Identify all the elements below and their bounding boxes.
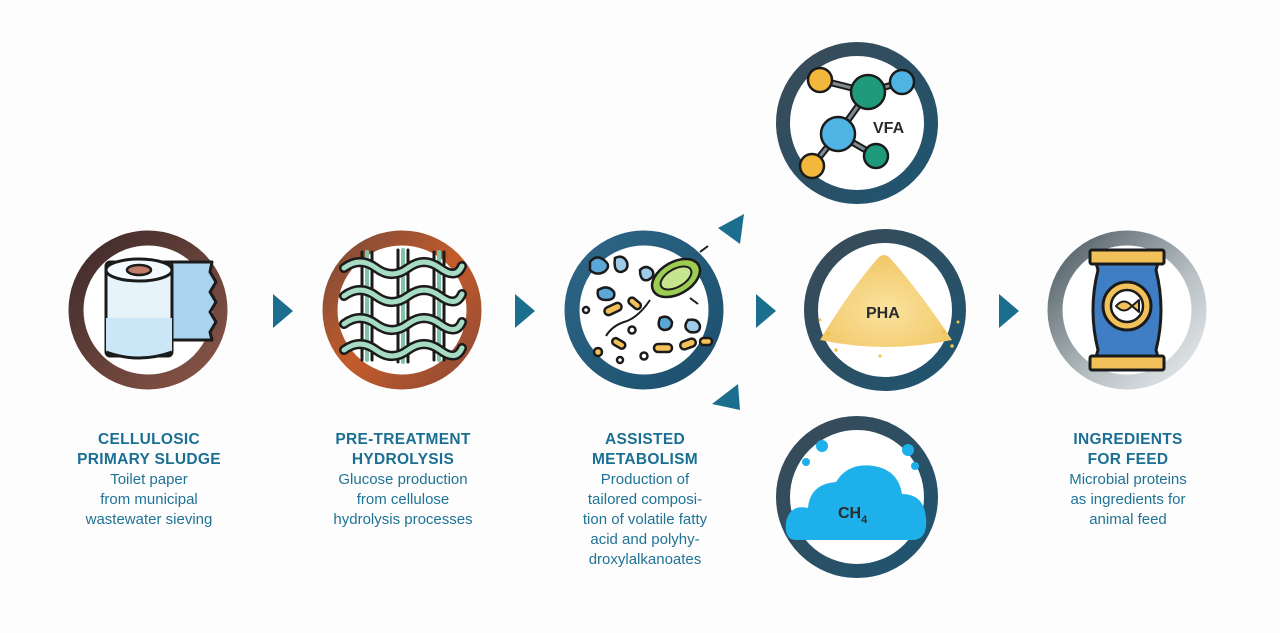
feed-bag-icon bbox=[1088, 248, 1166, 372]
step-4-desc-line: Microbial proteins bbox=[1069, 471, 1187, 488]
step-1-desc-line: from municipal bbox=[100, 491, 198, 508]
vfa-icon-group: VFA bbox=[776, 42, 938, 204]
step-1-title-line: CELLULOSIC bbox=[97, 431, 201, 448]
toilet-paper-icon bbox=[104, 257, 218, 360]
vfa-label: VFA bbox=[873, 120, 905, 137]
step-4-desc-line: animal feed bbox=[1089, 511, 1167, 528]
microbes-icon bbox=[581, 245, 714, 365]
step-1-title-line: PRIMARY SLUDGE bbox=[77, 451, 221, 468]
ch4-label: CH4 bbox=[838, 505, 868, 526]
step-3-description: Production of tailored composi- tion of … bbox=[545, 470, 745, 570]
step-2-title-line: PRE-TREATMENT bbox=[335, 431, 471, 448]
step-1-desc-line: Toilet paper bbox=[110, 471, 188, 488]
ch4-icon-group: CH4 bbox=[776, 416, 938, 578]
pha-text: PHA bbox=[866, 305, 900, 322]
step-2-desc-line: hydrolysis processes bbox=[333, 511, 473, 528]
step-4-title: INGREDIENTS FOR FEED bbox=[1028, 430, 1228, 470]
step-4-title-line: FOR FEED bbox=[1087, 451, 1169, 468]
ch4-subscript: 4 bbox=[861, 514, 868, 526]
step-2-description: Glucose production from cellulose hydrol… bbox=[303, 470, 503, 530]
step-1-description: Toilet paper from municipal wastewater s… bbox=[49, 470, 249, 530]
molecule-icon bbox=[798, 66, 916, 180]
step-3-desc-line: tailored composi- bbox=[587, 491, 703, 508]
step-2-caption: PRE-TREATMENT HYDROLYSIS Glucose product… bbox=[303, 430, 503, 530]
arrow-2-icon bbox=[515, 294, 535, 328]
step-1-title: CELLULOSIC PRIMARY SLUDGE bbox=[49, 430, 249, 470]
arrow-1-icon bbox=[273, 294, 293, 328]
pha-label: PHA bbox=[866, 305, 900, 322]
step-3-title-line: METABOLISM bbox=[591, 451, 699, 468]
step-3-title-line: ASSISTED bbox=[605, 431, 685, 448]
step-2-title-line: HYDROLYSIS bbox=[351, 451, 455, 468]
step-4-title-line: INGREDIENTS bbox=[1073, 431, 1183, 448]
step-2-desc-line: from cellulose bbox=[356, 491, 450, 508]
step-1-desc-line: wastewater sieving bbox=[85, 511, 213, 528]
step-2-desc-line: Glucose production bbox=[338, 471, 468, 488]
ch4-text: CH bbox=[838, 505, 861, 522]
step-4-desc-line: as ingredients for bbox=[1070, 491, 1186, 508]
step-2-icon-group bbox=[322, 230, 482, 390]
fiber-mesh-icon bbox=[339, 248, 467, 364]
arrow-down-branch-icon bbox=[712, 384, 740, 410]
powder-pile-icon bbox=[818, 255, 960, 358]
cloud-icon bbox=[785, 440, 927, 540]
step-3-icon-group bbox=[564, 230, 724, 390]
arrow-up-branch-icon bbox=[718, 214, 744, 244]
arrow-right-branch-icon bbox=[756, 294, 776, 328]
vfa-text: VFA bbox=[873, 120, 905, 137]
step-3-desc-line: Production of bbox=[600, 471, 690, 488]
step-3-desc-line: droxylalkanoates bbox=[588, 551, 702, 568]
arrow-3-icon bbox=[999, 294, 1019, 328]
step-3-desc-line: tion of volatile fatty bbox=[582, 511, 708, 528]
step-4-caption: INGREDIENTS FOR FEED Microbial proteins … bbox=[1028, 430, 1228, 530]
step-3-desc-line: acid and polyhy- bbox=[590, 531, 700, 548]
step-4-description: Microbial proteins as ingredients for an… bbox=[1028, 470, 1228, 530]
step-1-icon-group bbox=[68, 230, 228, 390]
pha-icon-group: PHA bbox=[804, 229, 966, 391]
step-2-title: PRE-TREATMENT HYDROLYSIS bbox=[303, 430, 503, 470]
step-4-icon-group bbox=[1047, 230, 1207, 390]
step-3-caption: ASSISTED METABOLISM Production of tailor… bbox=[545, 430, 745, 570]
step-3-title: ASSISTED METABOLISM bbox=[545, 430, 745, 470]
step-1-caption: CELLULOSIC PRIMARY SLUDGE Toilet paper f… bbox=[49, 430, 249, 530]
